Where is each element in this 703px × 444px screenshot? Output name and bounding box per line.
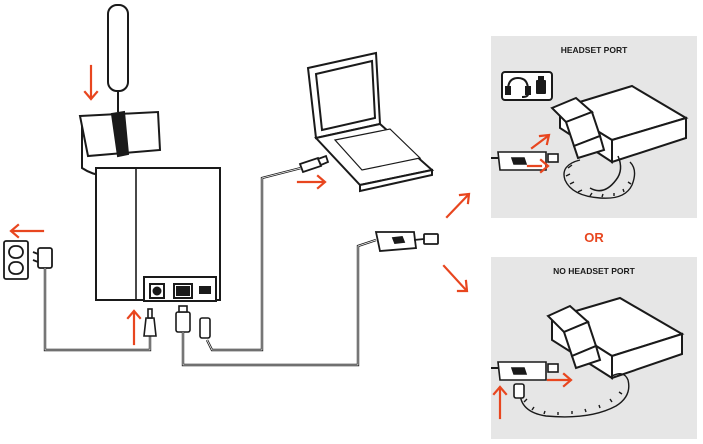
arrow-right-usb-icon bbox=[296, 174, 327, 190]
telephone-plug bbox=[175, 305, 191, 333]
power-plug bbox=[143, 308, 157, 337]
arrow-up-right-icon bbox=[445, 192, 471, 219]
arrow-down-headset-icon bbox=[83, 64, 99, 101]
base-station bbox=[95, 167, 221, 302]
power-cable-inner bbox=[44, 268, 151, 351]
no-headset-port-title: NO HEADSET PORT bbox=[553, 266, 636, 276]
headset-port-callout bbox=[501, 71, 553, 101]
arrow-up-right-top-panel-icon bbox=[530, 133, 551, 150]
phone-coiled-cord-bottom bbox=[519, 373, 630, 418]
desk-phone-headset-port bbox=[550, 84, 689, 192]
desk-phone-no-headset-port bbox=[546, 296, 685, 380]
phone-coiled-cord-top bbox=[563, 159, 636, 199]
headset-port-icon bbox=[505, 76, 531, 98]
arrow-right-bottom-panel-icon bbox=[546, 372, 573, 388]
usb-plug bbox=[298, 154, 330, 174]
arrow-up-bottom-panel-icon bbox=[492, 385, 508, 420]
headset bbox=[78, 4, 162, 177]
usb-cable-inner bbox=[206, 167, 302, 351]
mini-usb-plug bbox=[199, 317, 211, 339]
arrows bbox=[9, 64, 573, 420]
headset-port-title: HEADSET PORT bbox=[561, 45, 628, 55]
usb-cable bbox=[205, 166, 302, 352]
phone-handset-icon bbox=[536, 76, 546, 94]
telephone-interface-cable-inner bbox=[182, 239, 377, 366]
laptop bbox=[306, 51, 435, 193]
wall-outlet bbox=[3, 240, 29, 280]
arrow-down-right-icon bbox=[442, 264, 469, 293]
power-adapter bbox=[32, 247, 53, 269]
or-label: OR bbox=[584, 230, 604, 245]
arrow-right-top-panel-icon bbox=[526, 158, 550, 174]
interface-box bbox=[374, 231, 439, 252]
arrow-left-power-icon bbox=[9, 223, 45, 239]
interface-box-bottom bbox=[491, 361, 559, 399]
arrow-up-power-icon bbox=[126, 309, 142, 346]
